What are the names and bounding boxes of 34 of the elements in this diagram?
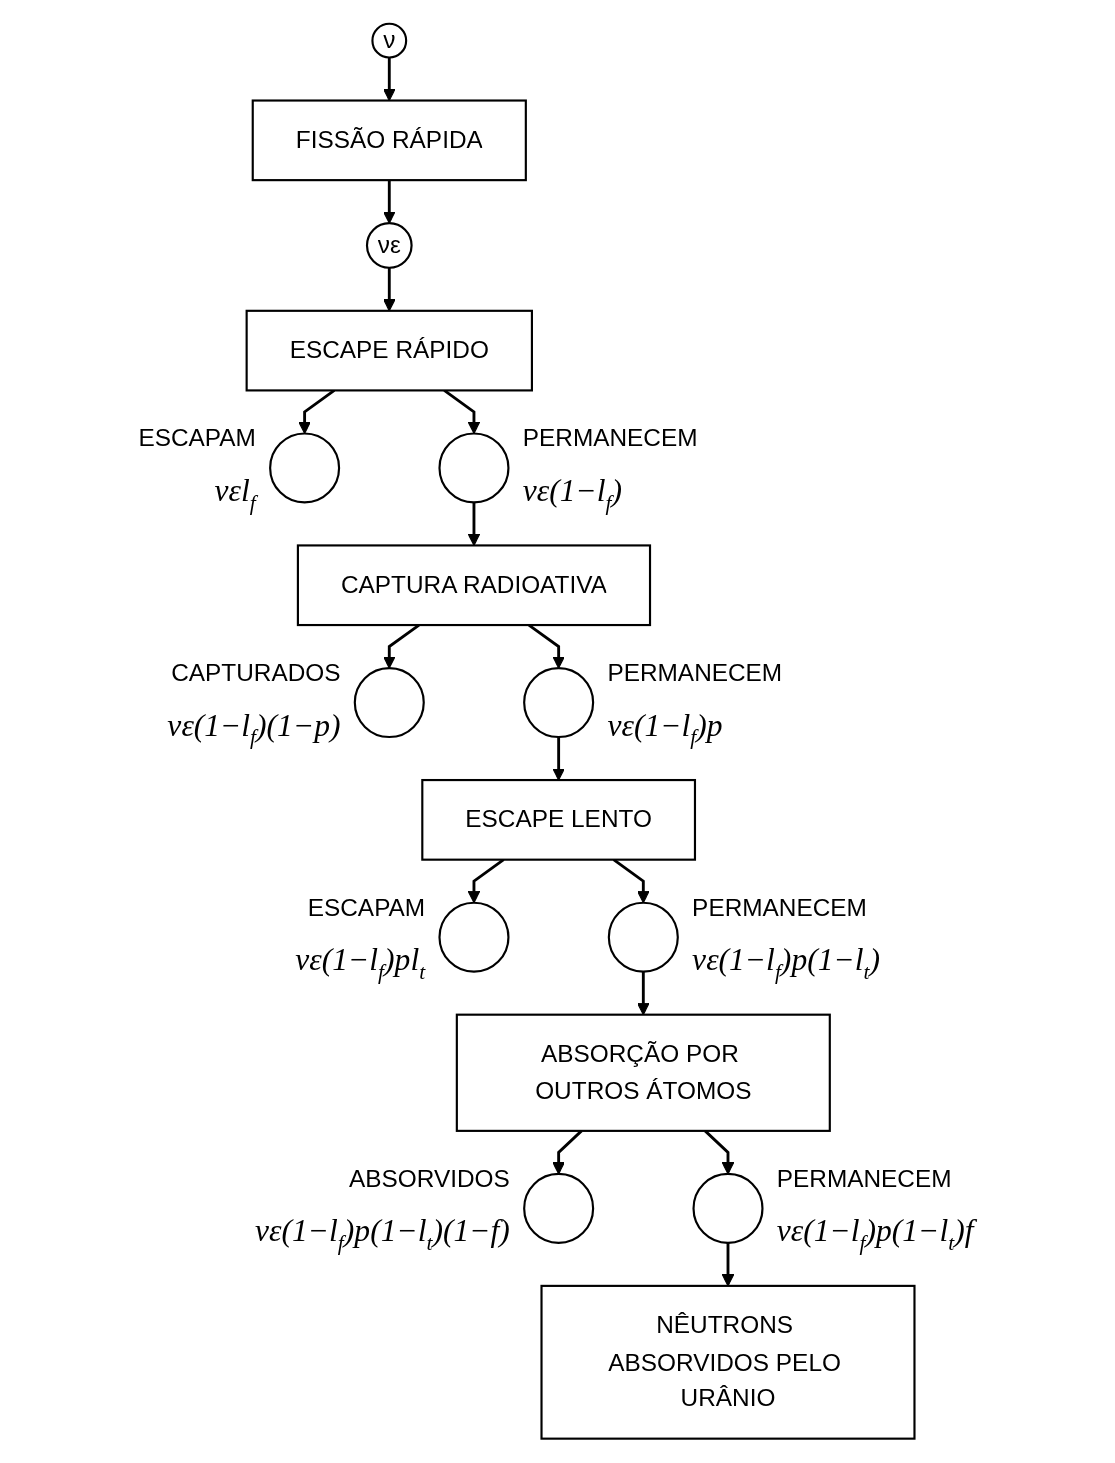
formula-label: νε(1−l$_{f}$)p	[606, 707, 722, 750]
node-circle	[607, 901, 679, 973]
node-circle	[522, 667, 594, 739]
node-box: ABSORÇÃO POR OUTROS ÁTOMOS	[455, 1013, 831, 1132]
node-box: CAPTURA RADIOATIVA	[296, 544, 651, 627]
node-circle	[437, 901, 509, 973]
caption-label: PERMANECEM	[691, 893, 867, 921]
formula-label: νε(1−l$_{f}$)	[522, 472, 622, 515]
node-box: NÊUTRONS ABSORVIDOS PELO URÂNIO	[539, 1284, 916, 1440]
caption-label: PERMANECEM	[522, 424, 697, 452]
caption-label: PERMANECEM	[776, 1164, 952, 1192]
arrow	[382, 180, 396, 224]
arrow	[551, 737, 565, 781]
node-circle	[437, 432, 509, 504]
caption-label: CAPTURADOS	[170, 659, 340, 687]
formula-label: νε(1−l$_{f}$)pl$_{t}$	[294, 942, 425, 984]
node-circle	[353, 667, 425, 739]
node-box: FISSÃO RÁPIDA	[251, 99, 527, 182]
caption-label: PERMANECEM	[606, 659, 782, 687]
formula-label: νε(1−l$_{f}$)(1−p)	[166, 707, 340, 750]
node-circle: νε	[365, 222, 413, 269]
node-box: ESCAPE RÁPIDO	[245, 309, 533, 392]
caption-label: ESCAPAM	[307, 893, 425, 921]
node-circle: ν	[370, 22, 407, 59]
caption-label: ESCAPAM	[137, 424, 256, 452]
formula-label: νε(1−l$_{f}$)p(1−l$_{t}$)(1−f)	[254, 1213, 510, 1255]
node-box: ESCAPE LENTO	[420, 779, 696, 861]
node-circle	[691, 1172, 764, 1244]
node-circle	[522, 1172, 594, 1244]
caption-label: ABSORVIDOS	[348, 1164, 510, 1192]
formula-label: νεl$_{f}$	[214, 472, 256, 515]
arrow	[467, 502, 480, 546]
formula-label: νε(1−l$_{f}$)p(1−l$_{t}$)	[691, 942, 880, 984]
node-circle	[268, 432, 340, 504]
